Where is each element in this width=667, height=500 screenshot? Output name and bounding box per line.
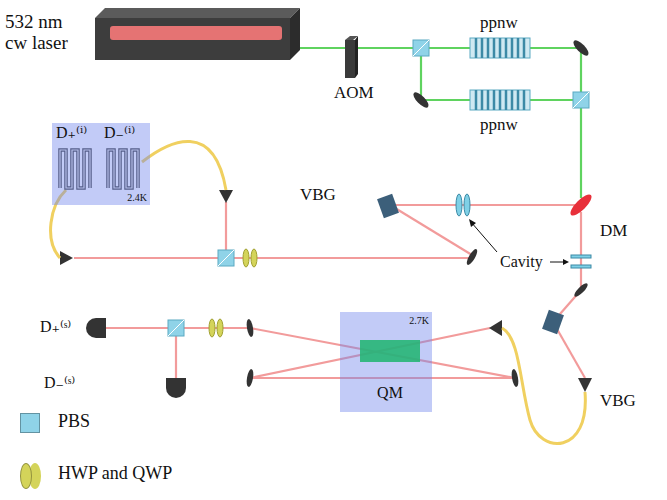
vbg [542, 310, 564, 334]
optical-fiber [142, 141, 226, 190]
legend-text: HWP and QWP [58, 464, 172, 484]
ppnw-poling [476, 38, 524, 58]
legend-swatch [20, 463, 32, 489]
mirror [510, 369, 519, 388]
mirror [465, 248, 479, 267]
ppnw-crystal [470, 90, 530, 110]
detector [86, 318, 106, 338]
laser-side [290, 8, 300, 60]
photon-beam [396, 204, 576, 206]
pbs-diagonal [413, 40, 429, 56]
aom [345, 40, 355, 78]
pbs-cube [218, 250, 234, 266]
fiber-coupler [578, 378, 592, 392]
part-label: ppnw [480, 116, 518, 135]
photon-beam [106, 327, 168, 329]
laser-front [95, 18, 290, 60]
part-label: D₊⁽ⁱ⁾ [56, 124, 87, 142]
pump-beam [580, 108, 582, 198]
mirror [245, 319, 254, 338]
part-label: AOM [334, 84, 374, 103]
part-label: VBG [300, 186, 336, 205]
pbs-diagonal [218, 250, 234, 266]
aom [355, 36, 358, 78]
pbs-cube [168, 320, 184, 336]
part-label: D₊⁽ˢ⁾ [40, 318, 71, 336]
pump-beam [358, 47, 414, 49]
cavity-mirror [571, 265, 591, 268]
vbg [377, 194, 399, 218]
pbs-diagonal [573, 92, 589, 108]
dichroic-mirror [568, 192, 595, 219]
optical-fiber [502, 328, 585, 444]
photon-beam [74, 257, 218, 259]
pump-beam [420, 56, 422, 100]
photon-beam [74, 202, 585, 378]
arrow-head [563, 259, 569, 265]
fiber-coupler [489, 320, 502, 336]
waveplate [243, 249, 249, 267]
legend-text: PBS [58, 412, 90, 432]
part-label: ppnw [480, 14, 518, 33]
laser-gain-medium [110, 26, 282, 40]
node-label: QM [350, 384, 430, 402]
part-label: D₋⁽ⁱ⁾ [104, 124, 135, 142]
mirror [571, 38, 591, 58]
fiber-coupler [219, 190, 233, 203]
memory-crystal: QM [360, 340, 420, 362]
photon-beam [234, 257, 472, 259]
part-label: D₋⁽ˢ⁾ [44, 374, 75, 392]
fiber-coupler [60, 251, 73, 265]
node-label: 2.7K [409, 315, 429, 326]
arrow-head [469, 219, 476, 227]
mirror [245, 369, 254, 388]
pump-beam [300, 47, 345, 49]
leader-arrow [471, 222, 497, 252]
legend-swatch [20, 413, 40, 433]
pbs-cube [573, 92, 589, 108]
pbs-diagonal [168, 320, 184, 336]
photon-beam [175, 336, 177, 378]
cavity-mirror [571, 255, 591, 258]
laser-top [95, 8, 300, 18]
photon-beam [580, 212, 582, 290]
part-label: DM [600, 222, 627, 241]
pump-beam [580, 52, 582, 94]
cryostat-region: 2.7K QM [340, 312, 432, 412]
photon-beam [225, 202, 227, 250]
pump-beam [300, 48, 581, 198]
cavity-mirror [464, 194, 470, 216]
waveplate [251, 249, 257, 267]
mirror [411, 90, 431, 110]
part-label: VBG [600, 392, 636, 411]
ppnw-poling [476, 90, 524, 110]
ppnw-crystal [470, 38, 530, 110]
mirror [573, 282, 590, 299]
laser-source: 532 nm cw laser [95, 8, 300, 60]
node-label: 532 nm cw laser [5, 12, 85, 54]
waveplate [209, 319, 215, 337]
ppnw-crystal [470, 38, 530, 58]
pbs-cube [413, 40, 429, 56]
waveplate [217, 319, 223, 337]
node-label: 2.4K [127, 192, 147, 203]
cavity-mirror [456, 194, 462, 216]
part-label: Cavity [500, 253, 543, 271]
detector [166, 378, 186, 398]
